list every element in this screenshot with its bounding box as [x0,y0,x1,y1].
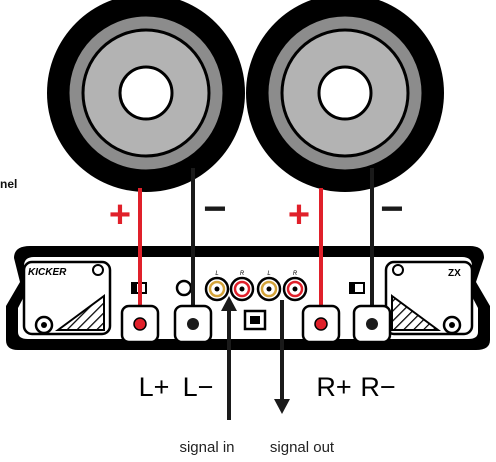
signal-out-arrow [274,300,290,414]
rca-label-out-left: L [267,271,270,277]
left-small-screw [92,264,104,276]
model-name: ZX [448,268,461,279]
left-negative-marker: − [203,187,226,231]
right-negative-marker: − [380,187,403,231]
terminal-label-right-negative: SPKR - [364,344,381,350]
label-right-negative: R− [360,372,395,402]
left-heatsink-fins [54,294,105,331]
label-left-positive: L+ [139,372,170,402]
right-positive-marker: + [288,194,310,236]
right-small-screw [392,264,404,276]
terminal-label-left-negative: SPKR - [185,344,202,350]
terminal-label-left-positive: SPKR + [131,344,149,350]
rca-inputs: L R L R [204,271,308,302]
left-positive-marker: + [109,194,131,236]
signal-in-label: signal in [179,439,234,456]
cropped-side-label: nel [0,177,17,191]
left-speaker [47,0,245,192]
label-left-negative: L− [183,372,214,402]
power-indicator [175,279,193,297]
rca-label-in-left: L [215,271,218,277]
rca-label-out-right: R [293,271,298,277]
right-heatsink-fins [391,294,442,331]
signal-out-label: signal out [270,439,335,456]
terminal-label-right-positive: SPKR + [312,344,330,350]
right-speaker [246,0,444,192]
label-right-positive: R+ [316,372,351,402]
signal-in-arrow [221,296,237,420]
speaker-terminals: SPKR + SPKR - SPKR + SPKR - [120,304,392,350]
speaker-wires [138,168,374,322]
kicker-logo: KICKER [28,267,67,278]
rca-label-in-right: R [240,271,245,277]
